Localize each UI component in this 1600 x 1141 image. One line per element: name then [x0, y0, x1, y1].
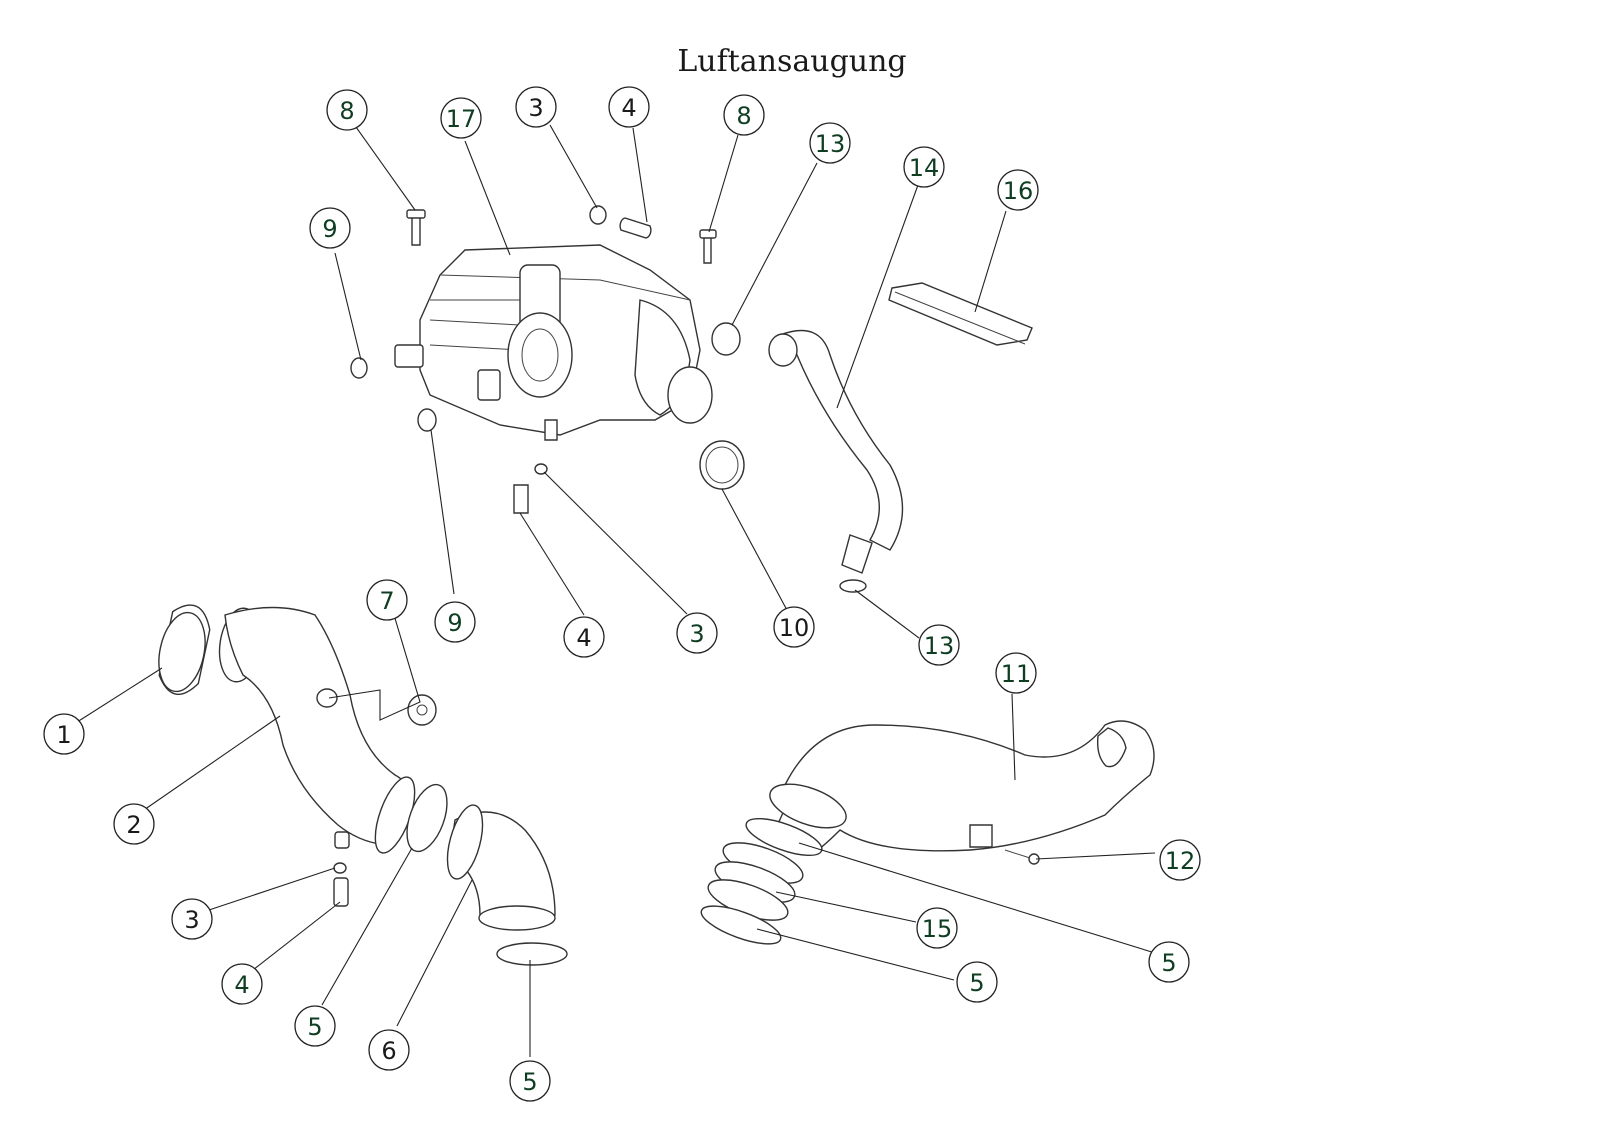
callout-circle [918, 624, 960, 666]
callout-number: 13 [815, 130, 846, 158]
callout-number: 5 [522, 1068, 537, 1096]
callout-number: 9 [447, 609, 462, 637]
callout-number: 13 [924, 632, 955, 660]
callout-number: 12 [1165, 847, 1196, 875]
callout-number: 8 [736, 102, 751, 130]
callout-circle [608, 86, 650, 128]
callout-circle [509, 1060, 551, 1102]
callout-11: 11 [995, 652, 1037, 694]
callout-6: 6 [368, 1029, 410, 1071]
callout-number: 1 [56, 721, 71, 749]
callout-5: 5 [509, 1060, 551, 1102]
callout-circle [43, 713, 85, 755]
callout-8: 8 [723, 94, 765, 136]
callout-13: 13 [918, 624, 960, 666]
callout-circle [326, 89, 368, 131]
callout-circle [809, 122, 851, 164]
callout-7: 7 [366, 579, 408, 621]
callout-number: 6 [381, 1037, 396, 1065]
callout-circle [563, 616, 605, 658]
callout-circle [366, 579, 408, 621]
callout-5: 5 [294, 1005, 336, 1047]
callout-circle [997, 169, 1039, 211]
callout-3: 3 [515, 86, 557, 128]
callout-4: 4 [221, 963, 263, 1005]
callout-5: 5 [956, 961, 998, 1003]
callout-number: 3 [528, 94, 543, 122]
callout-number: 9 [322, 215, 337, 243]
callout-circle [676, 612, 718, 654]
callout-number: 11 [1001, 660, 1032, 688]
callout-circle [1148, 941, 1190, 983]
callout-circle [113, 803, 155, 845]
callout-circle [434, 601, 476, 643]
callout-number: 15 [922, 915, 953, 943]
callout-3: 3 [171, 898, 213, 940]
callout-2: 2 [113, 803, 155, 845]
callout-number: 4 [621, 94, 636, 122]
lower-left-duct-assembly [158, 604, 568, 966]
callout-circle [903, 146, 945, 188]
callout-17: 17 [440, 97, 482, 139]
callout-15: 15 [916, 907, 958, 949]
callout-number: 3 [184, 906, 199, 934]
callout-number: 5 [307, 1013, 322, 1041]
callout-number: 14 [909, 154, 940, 182]
callout-circle [440, 97, 482, 139]
callout-number: 5 [1161, 949, 1176, 977]
air-filter-housing [350, 205, 1033, 593]
callout-circle [221, 963, 263, 1005]
callout-number: 7 [379, 587, 394, 615]
callout-circle [773, 606, 815, 648]
callout-circle [995, 652, 1037, 694]
callout-number: 17 [446, 105, 477, 133]
callout-circle [171, 898, 213, 940]
callout-number: 4 [234, 971, 249, 999]
diagram-title: Luftansaugung [677, 44, 907, 79]
callout-9: 9 [309, 207, 351, 249]
callout-circle [515, 86, 557, 128]
callout-4: 4 [608, 86, 650, 128]
callout-9: 9 [434, 601, 476, 643]
callout-4: 4 [563, 616, 605, 658]
callout-circle [309, 207, 351, 249]
callout-number: 8 [339, 97, 354, 125]
callout-circle [956, 961, 998, 1003]
callout-circle [916, 907, 958, 949]
callout-12: 12 [1159, 839, 1201, 881]
callout-number: 5 [969, 969, 984, 997]
callout-3: 3 [676, 612, 718, 654]
callout-1: 1 [43, 713, 85, 755]
callout-10: 10 [773, 606, 815, 648]
callout-number: 3 [689, 620, 704, 648]
lower-right-duct-assembly [700, 720, 1155, 945]
callout-circle [294, 1005, 336, 1047]
callout-8: 8 [326, 89, 368, 131]
callout-number: 10 [779, 614, 810, 642]
callout-14: 14 [903, 146, 945, 188]
leader-lines [73, 124, 1156, 1057]
callout-number: 16 [1003, 177, 1034, 205]
callout-5: 5 [1148, 941, 1190, 983]
callout-16: 16 [997, 169, 1039, 211]
callout-circle [1159, 839, 1201, 881]
callout-circle [368, 1029, 410, 1071]
callout-number: 2 [126, 811, 141, 839]
callout-number: 4 [576, 624, 591, 652]
callout-circle [723, 94, 765, 136]
callout-13: 13 [809, 122, 851, 164]
